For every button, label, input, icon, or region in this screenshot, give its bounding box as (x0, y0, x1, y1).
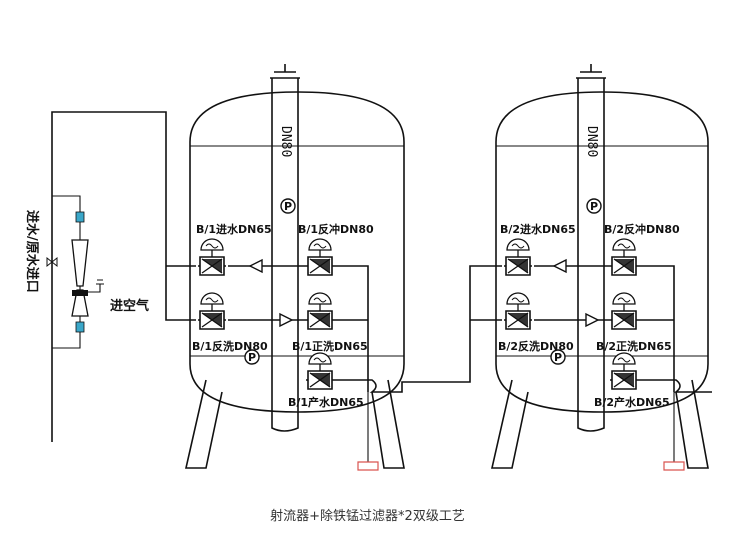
svg-text:P: P (248, 351, 256, 364)
check-valve-icon (249, 259, 263, 273)
tank1-inlet-label: B/1进水DN65 (196, 222, 272, 236)
diagram-caption: 射流器+除铁锰过滤器*2双级工艺 (270, 509, 465, 524)
pressure-gauge-icon: P (244, 349, 260, 365)
tank1-outlet-label: B/1产水DN65 (288, 395, 364, 409)
drain-icon (663, 461, 685, 471)
tank2-backwash-valve-icon[interactable] (609, 238, 639, 276)
check-valve-icon (553, 259, 567, 273)
check-valve-icon (585, 313, 599, 327)
air-inlet-label: 进空气 (110, 298, 149, 314)
pressure-gauge-icon: P (280, 198, 296, 214)
tank1-backwash-valve-icon[interactable] (305, 238, 335, 276)
tank2-backwash-drain-valve-icon[interactable] (503, 292, 533, 330)
filter-tank-2 (490, 64, 709, 469)
tank2-top-dn: DN80 (584, 126, 599, 157)
ball-valve (46, 256, 58, 268)
tank1-forward-wash-valve-icon[interactable] (305, 292, 335, 330)
pressure-gauge-icon: P (550, 349, 566, 365)
check-valve-icon (279, 313, 293, 327)
tank2-forward-wash-valve-icon[interactable] (609, 292, 639, 330)
tank2-inlet-valve-icon[interactable] (503, 238, 533, 276)
drain-icon (357, 461, 379, 471)
tank1-backwash-drain-valve-icon[interactable] (197, 292, 227, 330)
tank1-inlet-valve-icon[interactable] (197, 238, 227, 276)
svg-text:P: P (590, 200, 598, 213)
svg-text:P: P (554, 351, 562, 364)
tank2-backwash-drain-label: B/2反洗DN80 (498, 339, 574, 353)
tank2-backwash-label: B/2反冲DN80 (604, 222, 680, 236)
tank1-backwash-drain-label: B/1反洗DN80 (192, 339, 268, 353)
tank2-outlet-valve-icon[interactable] (609, 352, 639, 390)
tank2-outlet-label: B/2产水DN65 (594, 395, 670, 409)
blue-valve-bottom (75, 321, 85, 333)
tank2-inlet-label: B/2进水DN65 (500, 222, 576, 236)
tank1-top-dn: DN80 (278, 126, 293, 157)
blue-valve-top (75, 211, 85, 223)
ejector-assembly (46, 111, 196, 442)
tank2-forward-wash-label: B/2正洗DN65 (596, 339, 672, 353)
ejector-icon (71, 239, 89, 287)
svg-text:P: P (284, 200, 292, 213)
tank1-outlet-valve-icon[interactable] (305, 352, 335, 390)
tank1-forward-wash-label: B/1正洗DN65 (292, 339, 368, 353)
tank1-backwash-label: B/1反冲DN80 (298, 222, 374, 236)
water-inlet-label: 进水/原水进口 (24, 210, 40, 293)
pressure-gauge-icon: P (586, 198, 602, 214)
